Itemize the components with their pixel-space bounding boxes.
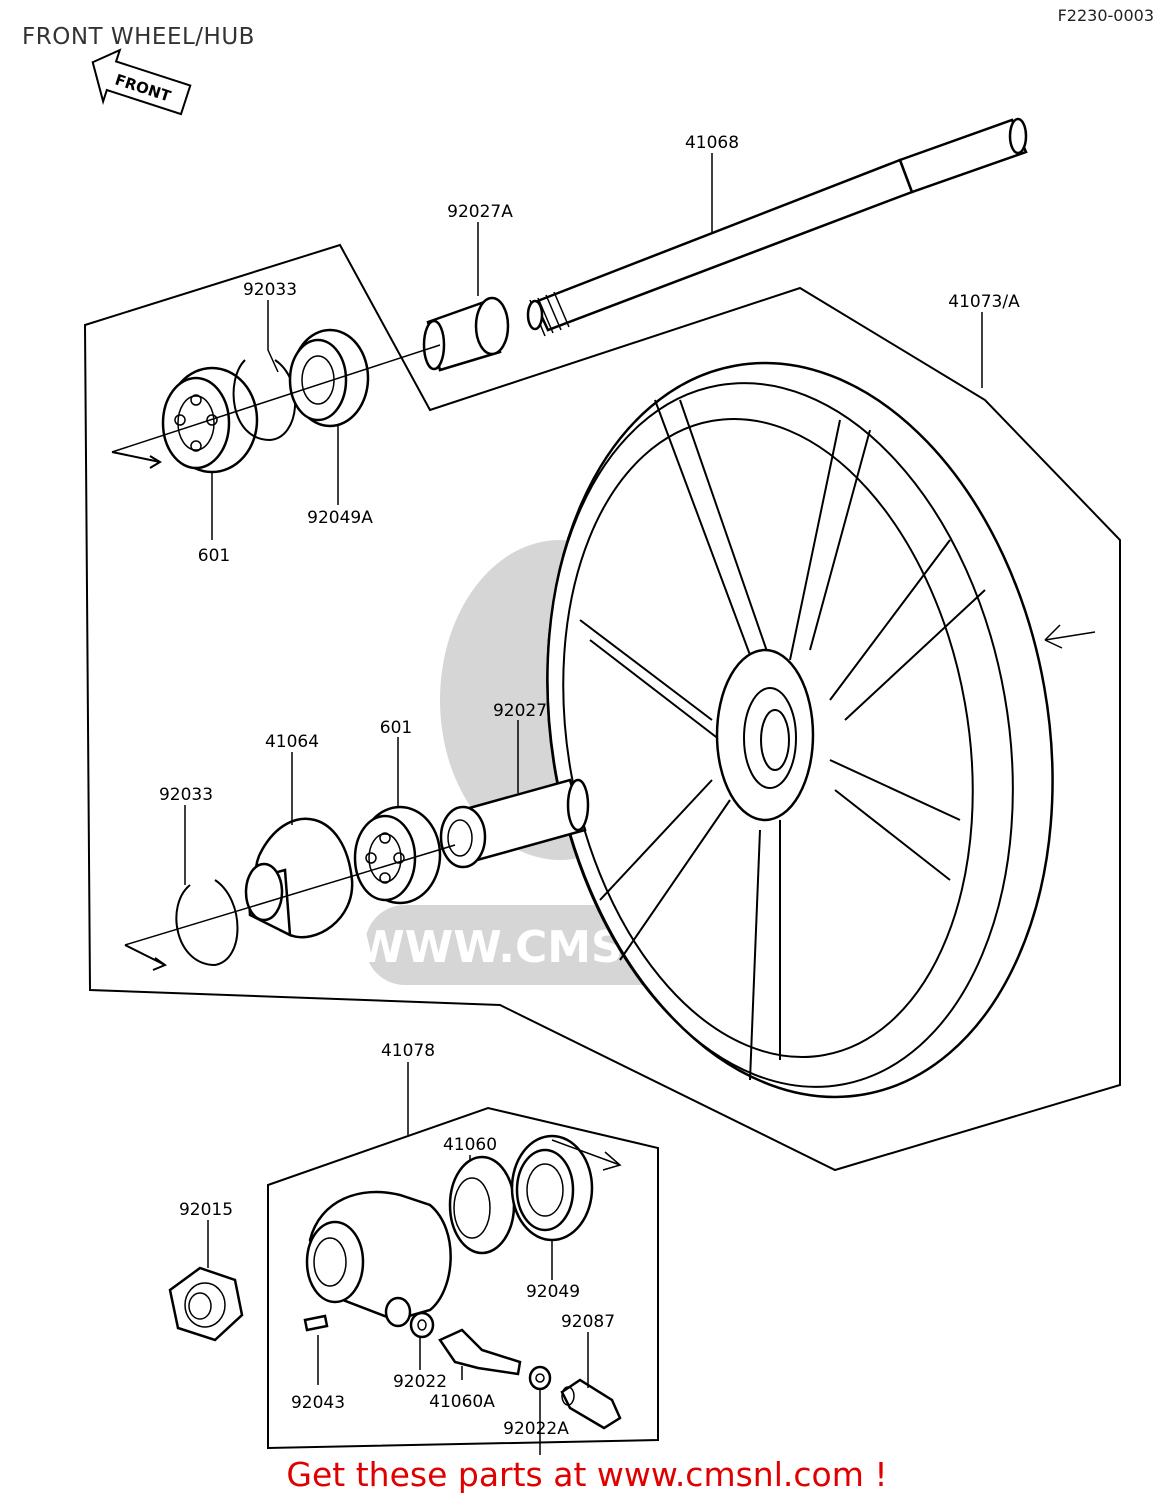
front-arrow: FRONT [91,48,192,116]
gear-41060 [448,1155,516,1255]
label-92015: 92015 [179,1200,233,1220]
pinion-41060a [438,1328,522,1376]
label-92033-upper: 92033 [243,280,297,300]
label-41078: 41078 [381,1041,435,1061]
nut-92015 [168,1266,244,1342]
label-92043: 92043 [291,1393,345,1413]
label-92033-lower: 92033 [159,785,213,805]
footer-link[interactable]: Get these parts at www.cmsnl.com ! [286,1455,888,1494]
sleeve-92027 [439,778,590,869]
label-92087: 92087 [561,1312,615,1332]
diagram-title: FRONT WHEEL/HUB [22,24,255,50]
bushing-92087 [560,1378,622,1430]
leader-lines [184,153,983,1455]
label-92049: 92049 [526,1282,580,1302]
label-92022: 92022 [393,1372,447,1392]
label-92022a: 92022A [503,1419,569,1439]
label-92027a: 92027A [447,202,513,222]
washer-92022a [528,1365,552,1391]
label-41060: 41060 [443,1135,497,1155]
label-92049a: 92049A [307,508,373,528]
seal-92049 [510,1134,594,1242]
label-41073a: 41073/A [948,292,1020,312]
assembly-outline [83,243,1121,1172]
gearbox-outline [267,1106,659,1450]
diagram-code: F2230-0003 [1057,6,1154,25]
axle [526,117,1028,337]
part-labels: 41068 92027A 41073/A 92033 92049A 601 41… [159,133,1020,1439]
label-41060a: 41060A [429,1392,495,1412]
label-41068: 41068 [685,133,739,153]
label-92027: 92027 [493,701,547,721]
washer-92022 [409,1311,435,1339]
front-arrow-label: FRONT [113,71,174,106]
wheel [546,361,1054,1099]
label-601-upper: 601 [198,546,230,566]
label-41064: 41064 [265,732,319,752]
collar-92027a [422,296,510,372]
pin-92043 [303,1314,329,1332]
speedometer-housing [305,1190,452,1328]
seal-92049a [288,328,370,428]
retainer-41064 [244,817,354,939]
circlip-92033-lower [175,879,239,967]
label-601-lower: 601 [380,718,412,738]
bearing-601-lower [353,805,442,905]
